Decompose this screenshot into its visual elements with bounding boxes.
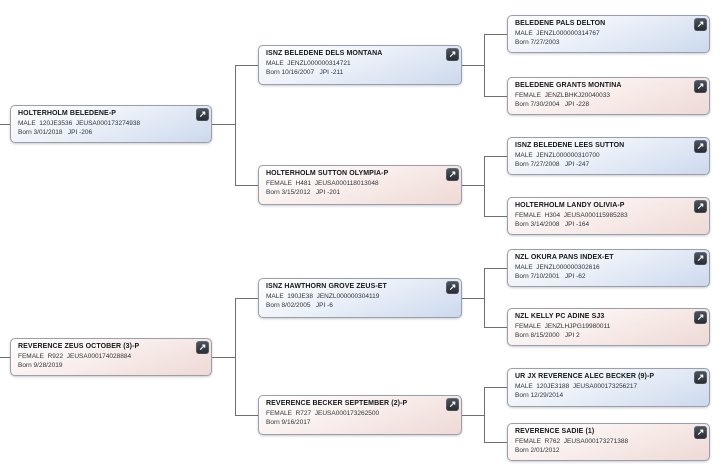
- animal-id-line: MALE JENZL000000314721: [266, 60, 351, 67]
- node-pgs-sire[interactable]: ↗ BELEDENE PALS DELTON MALE JENZL0000003…: [507, 15, 710, 53]
- animal-id-line: FEMALE R922 JEUSA000174028884: [18, 353, 132, 360]
- pedigree-connector-line: [484, 156, 485, 216]
- pedigree-connector-line: [462, 185, 484, 186]
- pedigree-connector-line: [484, 96, 507, 97]
- node-mgd-sire[interactable]: ↗ UR JX REVERENCE ALEC BECKER (9)-P MALE…: [507, 368, 710, 407]
- expand-icon[interactable]: ↗: [694, 311, 707, 324]
- pedigree-connector-line: [484, 216, 507, 217]
- node-pgd-sire[interactable]: ↗ ISNZ BELEDENE LEES SUTTON MALE JENZL00…: [507, 137, 710, 175]
- animal-id-line: MALE JENZL000000314767: [515, 30, 600, 37]
- animal-name: HOLTERHOLM SUTTON OLYMPIA-P: [266, 170, 389, 177]
- pedigree-connector-line: [484, 268, 485, 327]
- animal-id-line: FEMALE R727 JEUSA000173262500: [266, 410, 380, 417]
- animal-name: UR JX REVERENCE ALEC BECKER (9)-P: [515, 373, 655, 380]
- pedigree-connector-line: [484, 387, 485, 442]
- expand-icon[interactable]: ↗: [694, 140, 707, 153]
- animal-name: HOLTERHOLM BELEDENE-P: [18, 110, 117, 117]
- animal-born-line: Born 9/28/2019: [18, 362, 63, 370]
- node-sire[interactable]: ↗ HOLTERHOLM BELEDENE-P MALE 120JE3536 J…: [10, 105, 212, 143]
- pedigree-connector-line: [462, 298, 484, 299]
- animal-born-line: Born 7/27/2008 JPI -247: [515, 161, 590, 169]
- expand-icon[interactable]: ↗: [446, 168, 459, 181]
- expand-icon[interactable]: ↗: [196, 341, 209, 354]
- animal-id-line: FEMALE H481 JEUSA000118013048: [266, 180, 379, 187]
- pedigree-connector-line: [484, 34, 485, 96]
- animal-born-line: Born 7/10/2001 JPI -62: [515, 273, 586, 281]
- animal-born-line: Born 3/15/2012 JPI -201: [266, 189, 341, 197]
- animal-born-line: Born 3/01/2018 JPI -206: [18, 129, 93, 137]
- pedigree-connector-line: [235, 65, 258, 66]
- animal-born-line: Born 12/29/2014: [515, 392, 564, 400]
- animal-name: HOLTERHOLM LANDY OLIVIA-P: [515, 202, 625, 209]
- animal-name: ISNZ BELEDENE LEES SUTTON: [515, 142, 625, 149]
- expand-icon[interactable]: ↗: [694, 252, 707, 265]
- animal-id-line: FEMALE H304 JEUSA000115985283: [515, 212, 628, 219]
- expand-icon[interactable]: ↗: [446, 48, 459, 61]
- pedigree-connector-line: [462, 65, 484, 66]
- animal-name: BELEDENE GRANTS MONTINA: [515, 82, 622, 89]
- pedigree-connector-line: [235, 298, 258, 299]
- animal-born-line: Born 8/15/2000 JPI 2: [515, 332, 580, 340]
- node-maternal-grandsire[interactable]: ↗ ISNZ HAWTHORN GROVE ZEUS-ET MALE 190JE…: [258, 278, 462, 318]
- node-mgs-dam[interactable]: ↗ NZL KELLY PC ADINE SJ3 FEMALE JENZLHJP…: [507, 308, 710, 346]
- node-paternal-granddam[interactable]: ↗ HOLTERHOLM SUTTON OLYMPIA-P FEMALE H48…: [258, 165, 462, 205]
- animal-name: ISNZ BELEDENE DELS MONTANA: [266, 50, 383, 57]
- animal-id-line: MALE 120JE3188 JEUSA000173256217: [515, 383, 638, 390]
- animal-born-line: Born 3/14/2008 JPI -164: [515, 221, 590, 229]
- animal-name: REVERENCE BECKER SEPTEMBER (2)-P: [266, 400, 408, 407]
- animal-id-line: MALE JENZL000000310700: [515, 152, 600, 159]
- pedigree-connector-line: [484, 442, 507, 443]
- animal-name: REVERENCE SADIE (1): [515, 428, 595, 435]
- node-paternal-grandsire[interactable]: ↗ ISNZ BELEDENE DELS MONTANA MALE JENZL0…: [258, 45, 462, 85]
- pedigree-connector-line: [235, 65, 236, 185]
- pedigree-connector-line: [212, 124, 235, 125]
- node-mgd-dam[interactable]: ↗ REVERENCE SADIE (1) FEMALE R762 JEUSA0…: [507, 423, 710, 461]
- pedigree-connector-line: [212, 357, 235, 358]
- pedigree-connector-line: [484, 327, 507, 328]
- node-mgs-sire[interactable]: ↗ NZL OKURA PANS INDEX-ET MALE JENZL0000…: [507, 249, 710, 287]
- pedigree-connector-line: [235, 298, 236, 415]
- node-pgs-dam[interactable]: ↗ BELEDENE GRANTS MONTINA FEMALE JENZLBH…: [507, 77, 710, 115]
- animal-id-line: MALE 120JE3536 JEUSA000173274938: [18, 120, 141, 127]
- expand-icon[interactable]: ↗: [446, 281, 459, 294]
- animal-id-line: MALE JENZL000000302616: [515, 264, 600, 271]
- animal-born-line: Born 10/16/2007 JPI -211: [266, 69, 344, 77]
- animal-id-line: FEMALE JENZLBHKJ20040033: [515, 92, 611, 99]
- animal-name: BELEDENE PALS DELTON: [515, 20, 606, 27]
- animal-id-line: FEMALE JENZLHJPG19980011: [515, 323, 611, 330]
- animal-born-line: Born 9/16/2017: [266, 419, 311, 427]
- expand-icon[interactable]: ↗: [694, 18, 707, 31]
- pedigree-connector-line: [484, 268, 507, 269]
- expand-icon[interactable]: ↗: [694, 80, 707, 93]
- pedigree-connector-line: [235, 415, 258, 416]
- expand-icon[interactable]: ↗: [694, 371, 707, 384]
- pedigree-connector-line: [0, 124, 10, 125]
- node-maternal-granddam[interactable]: ↗ REVERENCE BECKER SEPTEMBER (2)-P FEMAL…: [258, 395, 462, 435]
- pedigree-connector-line: [462, 415, 484, 416]
- node-pgd-dam[interactable]: ↗ HOLTERHOLM LANDY OLIVIA-P FEMALE H304 …: [507, 197, 710, 235]
- animal-born-line: Born 7/30/2004 JPI -228: [515, 101, 590, 109]
- animal-born-line: Born 8/02/2005 JPI -6: [266, 302, 333, 310]
- animal-name: NZL KELLY PC ADINE SJ3: [515, 313, 605, 320]
- pedigree-connector-line: [235, 185, 258, 186]
- pedigree-connector-line: [484, 387, 507, 388]
- animal-id-line: FEMALE R762 JEUSA000173271388: [515, 438, 629, 445]
- animal-name: NZL OKURA PANS INDEX-ET: [515, 254, 614, 261]
- pedigree-connector-line: [0, 357, 10, 358]
- pedigree-connector-line: [484, 156, 507, 157]
- expand-icon[interactable]: ↗: [196, 108, 209, 121]
- animal-name: ISNZ HAWTHORN GROVE ZEUS-ET: [266, 283, 387, 290]
- animal-born-line: Born 7/27/2003: [515, 39, 560, 47]
- expand-icon[interactable]: ↗: [694, 426, 707, 439]
- node-dam[interactable]: ↗ REVERENCE ZEUS OCTOBER (3)-P FEMALE R9…: [10, 338, 212, 376]
- pedigree-connector-line: [484, 34, 507, 35]
- animal-id-line: MALE 190JE38 JENZL000000304119: [266, 293, 380, 300]
- expand-icon[interactable]: ↗: [446, 398, 459, 411]
- animal-name: REVERENCE ZEUS OCTOBER (3)-P: [18, 343, 140, 350]
- expand-icon[interactable]: ↗: [694, 200, 707, 213]
- animal-born-line: Born 2/01/2012: [515, 447, 560, 455]
